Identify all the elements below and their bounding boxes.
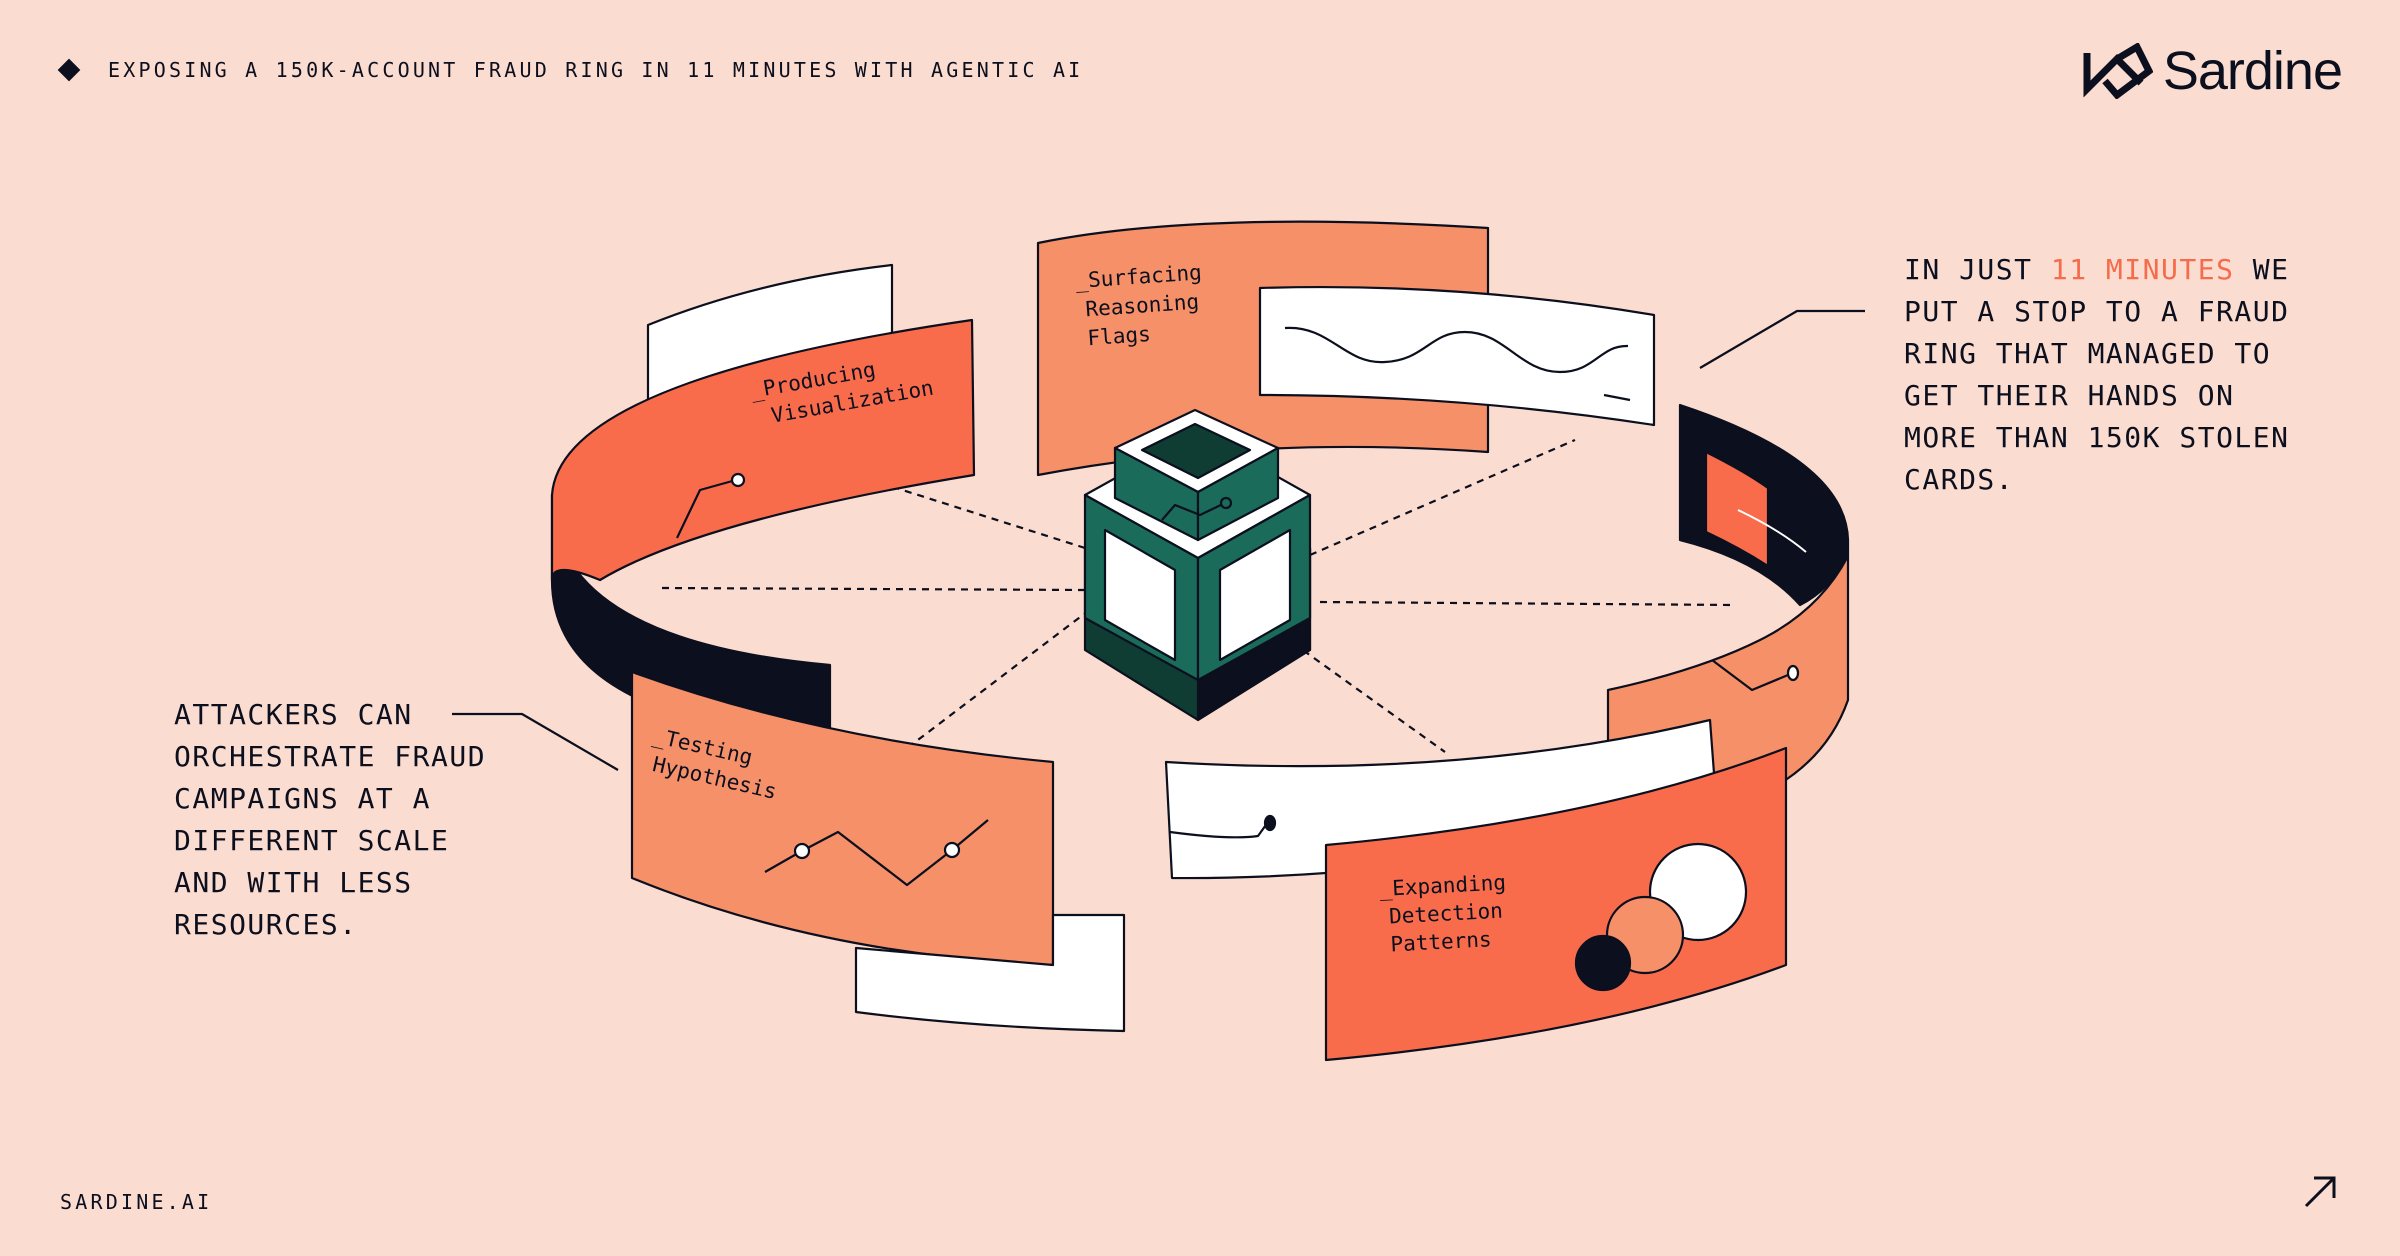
producing-visualization-sparkline (676, 478, 737, 539)
sardine-logo[interactable]: Sardine (2083, 36, 2343, 106)
page-title: EXPOSING A 150K-ACCOUNT FRAUD RING IN 11… (108, 58, 1084, 82)
producing-visualization-point (730, 472, 746, 488)
right-callout-highlight: 11 MINUTES (2050, 253, 2235, 286)
right-callout: IN JUST 11 MINUTES WE PUT A STOP TO A FR… (1904, 249, 2324, 501)
arrow-up-right-icon[interactable] (2300, 1170, 2342, 1212)
waveform-line (1284, 326, 1629, 374)
expanding-detection-patterns-panel (1324, 746, 1788, 1062)
right-callout-prefix: IN JUST (1904, 253, 2051, 286)
testing-hypothesis-panel (630, 670, 1055, 967)
lower-left-white-card (854, 913, 1126, 1033)
footer-url-link[interactable]: SARDINE.AI (60, 1190, 213, 1214)
right-callout-body: WE PUT A STOP TO A FRAUD RING THAT MANAG… (1904, 253, 2290, 496)
producing-visualization-panel (550, 318, 976, 582)
left-callout: ATTACKERS CAN ORCHESTRATE FRAUD CAMPAIGN… (174, 698, 487, 941)
ring-right-coral-window (1704, 450, 1770, 568)
left-callout-leader (452, 712, 619, 771)
right-callout-leader (1699, 309, 1865, 369)
logo-wordmark: Sardine (2162, 41, 2343, 101)
central-ai-cube (1083, 408, 1312, 722)
waveform-card (1258, 285, 1656, 427)
pattern-circle-navy (1574, 934, 1632, 992)
sardine-logo-icon (2083, 43, 2153, 99)
